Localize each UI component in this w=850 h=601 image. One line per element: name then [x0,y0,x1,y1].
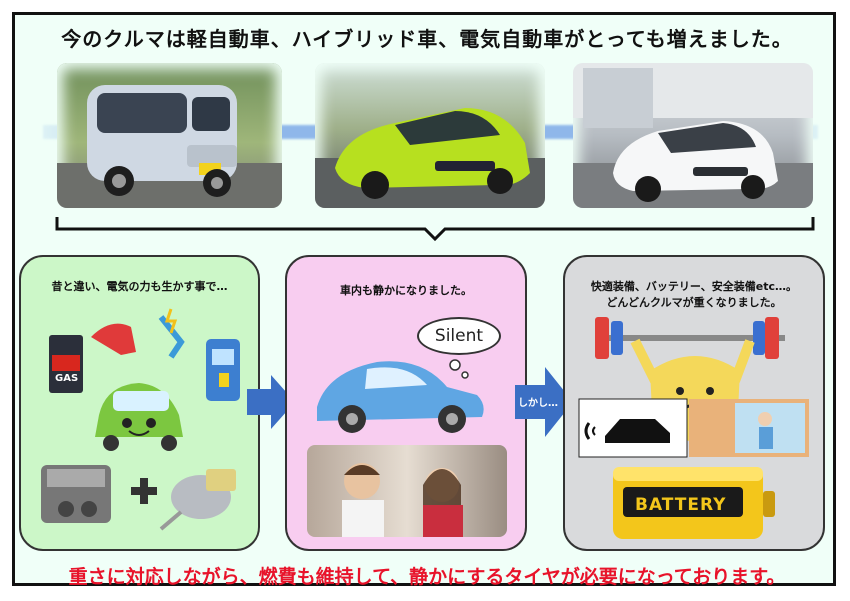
panel2-text: 車内も静かになりました。 [340,284,472,297]
panel-heavier-cars: 快適装備、バッテリー、安全装備etc…。 どんどんクルマが重くなりました。 [563,255,825,551]
panel2-car-illustration [317,359,484,433]
gas-label: GAS [55,373,79,384]
battery-label: BATTERY [635,495,727,515]
electric-car-illustration [573,63,813,208]
panel3-line1: 快適装備、バッテリー、安全装備etc…。 [590,280,798,293]
arrow-1 [247,375,295,429]
bottom-message: 重さに対応しながら、燃費も維持して、静かにするタイヤが必要になっております。 [68,566,786,588]
couple-illustration [342,463,463,537]
headline: 今のクルマは軽自動車、ハイブリッド車、電気自動車がとっても増えました。 [61,27,793,51]
couple-photo [307,445,507,537]
main-frame: 今のクルマは軽自動車、ハイブリッド車、電気自動車がとっても増えました。 [12,12,836,588]
panel1-illustration [41,308,240,531]
panel3-line2: どんどんクルマが重くなりました。 [606,296,782,309]
arrow-2 [515,367,573,437]
panel-electric-power: 昔と違い、電気の力も生かす事で… [19,255,260,551]
kei-car-photo [57,63,282,208]
silent-label: Silent [434,326,484,346]
panel-quiet-cabin: 車内も静かになりました。 Silent [285,255,527,551]
electric-car-photo [573,63,813,208]
hybrid-car-photo [315,63,545,208]
kei-car-illustration [57,85,282,208]
weightlifter-illustration [578,317,809,539]
arrow2-label: しかし… [518,398,558,409]
hybrid-car-illustration [315,108,545,208]
silent-bubble: Silent [417,317,501,355]
grouping-brace [55,217,815,242]
panel1-text: 昔と違い、電気の力も生かす事で… [51,280,228,293]
